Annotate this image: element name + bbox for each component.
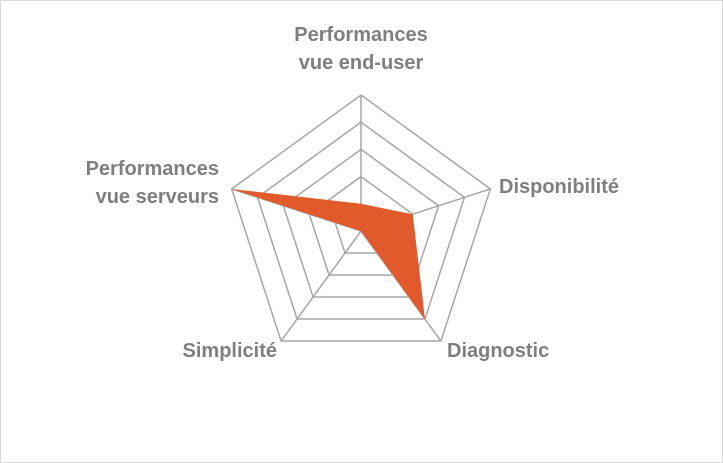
spoke-3	[280, 230, 362, 342]
radar-series	[231, 188, 425, 320]
grid-ring-3	[282, 148, 440, 298]
series-area	[231, 188, 425, 320]
axis-label-3: Simplicité	[183, 340, 277, 362]
grid-ring-5	[230, 94, 492, 342]
axis-label-1: Disponibilité	[499, 176, 619, 198]
spoke-2	[360, 230, 442, 342]
grid-ring-4	[256, 121, 466, 320]
radar-grid	[230, 94, 492, 342]
axis-label-2: Diagnostic	[447, 340, 549, 362]
